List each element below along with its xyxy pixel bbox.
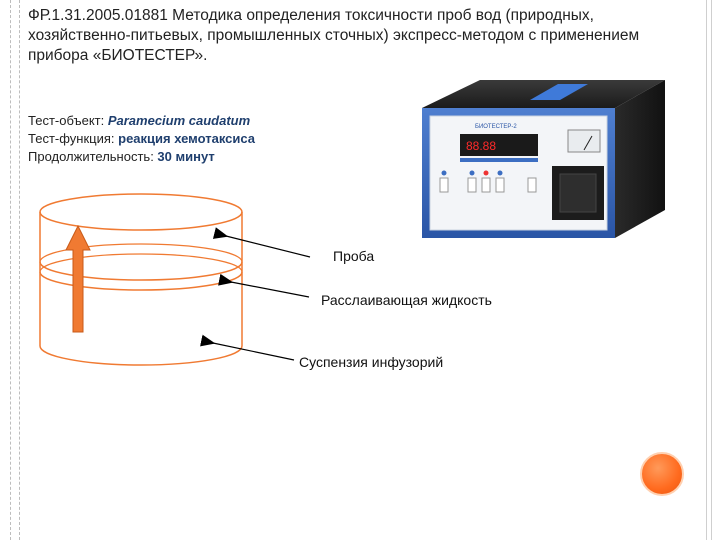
- indicator-led-1: [441, 170, 447, 176]
- test-info: Тест-объект: Paramecium caudatum Тест-фу…: [28, 112, 255, 166]
- duration-value: 30 минут: [157, 149, 215, 164]
- gauge-icon: [567, 129, 601, 153]
- test-function-label: Тест-функция:: [28, 131, 119, 146]
- arrow-to-separating-liquid: [218, 273, 310, 298]
- layer-boundary-1-front: [39, 261, 243, 281]
- display-underline: [460, 158, 538, 162]
- indicator-led-3: [483, 170, 489, 176]
- cylinder-top-ellipse: [39, 193, 243, 231]
- device-button-2: [467, 177, 477, 193]
- indicator-led-2: [469, 170, 475, 176]
- test-function-value: реакция хемотаксиса: [118, 131, 256, 146]
- left-decorative-border: [10, 0, 20, 540]
- device-button-1: [439, 177, 449, 193]
- right-decorative-border: [706, 0, 712, 540]
- device-side: [615, 80, 665, 238]
- display-digits-icon: 88.88: [466, 139, 496, 153]
- test-function-row: Тест-функция: реакция хемотаксиса: [28, 130, 255, 148]
- label-suspension: Суспензия инфузорий: [299, 354, 444, 370]
- layer-boundary-2-back: [39, 253, 243, 273]
- device-brand-text: БИОТЕСТЕР-2: [475, 124, 517, 130]
- cuvette-holder: [559, 173, 597, 213]
- duration-label: Продолжительность:: [28, 149, 158, 164]
- test-object-label: Тест-объект:: [28, 113, 108, 128]
- duration-row: Продолжительность: 30 минут: [28, 148, 255, 166]
- slide-title: ФР.1.31.2005.01881 Методика определения …: [28, 7, 640, 64]
- arrow-to-sample: [212, 227, 311, 258]
- device-button-5: [527, 177, 537, 193]
- device-button-3: [481, 177, 491, 193]
- test-object-value: Paramecium caudatum: [107, 113, 251, 128]
- device-top-label: [530, 84, 588, 100]
- cylinder-bottom: [39, 345, 243, 366]
- label-separating-liquid: Расслаивающая жидкость: [321, 292, 492, 308]
- arrow-to-suspension: [200, 334, 295, 361]
- indicator-led-4: [497, 170, 503, 176]
- test-object-row: Тест-объект: Paramecium caudatum: [28, 112, 255, 130]
- layer-boundary-1-back: [39, 243, 243, 263]
- upward-arrow-icon: [65, 224, 91, 333]
- device-button-4: [495, 177, 505, 193]
- device-display: [460, 134, 538, 156]
- gauge-needle: [583, 135, 593, 151]
- decorative-orange-circle: [640, 452, 684, 496]
- label-sample: Проба: [333, 248, 375, 264]
- biotester-device-image: БИОТЕСТЕР-2 88.88: [422, 80, 665, 238]
